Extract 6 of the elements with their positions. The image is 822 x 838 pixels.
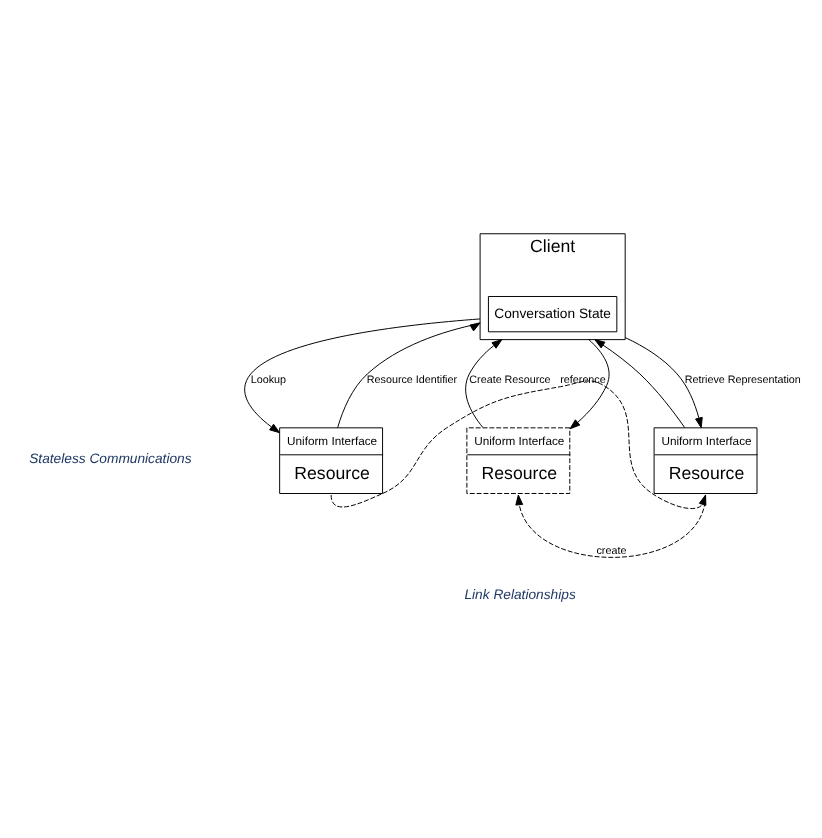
arrow	[465, 338, 503, 427]
arrow	[624, 336, 703, 428]
arrow	[594, 338, 686, 427]
arrow	[244, 317, 481, 433]
arrow	[569, 338, 610, 429]
arrow	[337, 321, 481, 428]
